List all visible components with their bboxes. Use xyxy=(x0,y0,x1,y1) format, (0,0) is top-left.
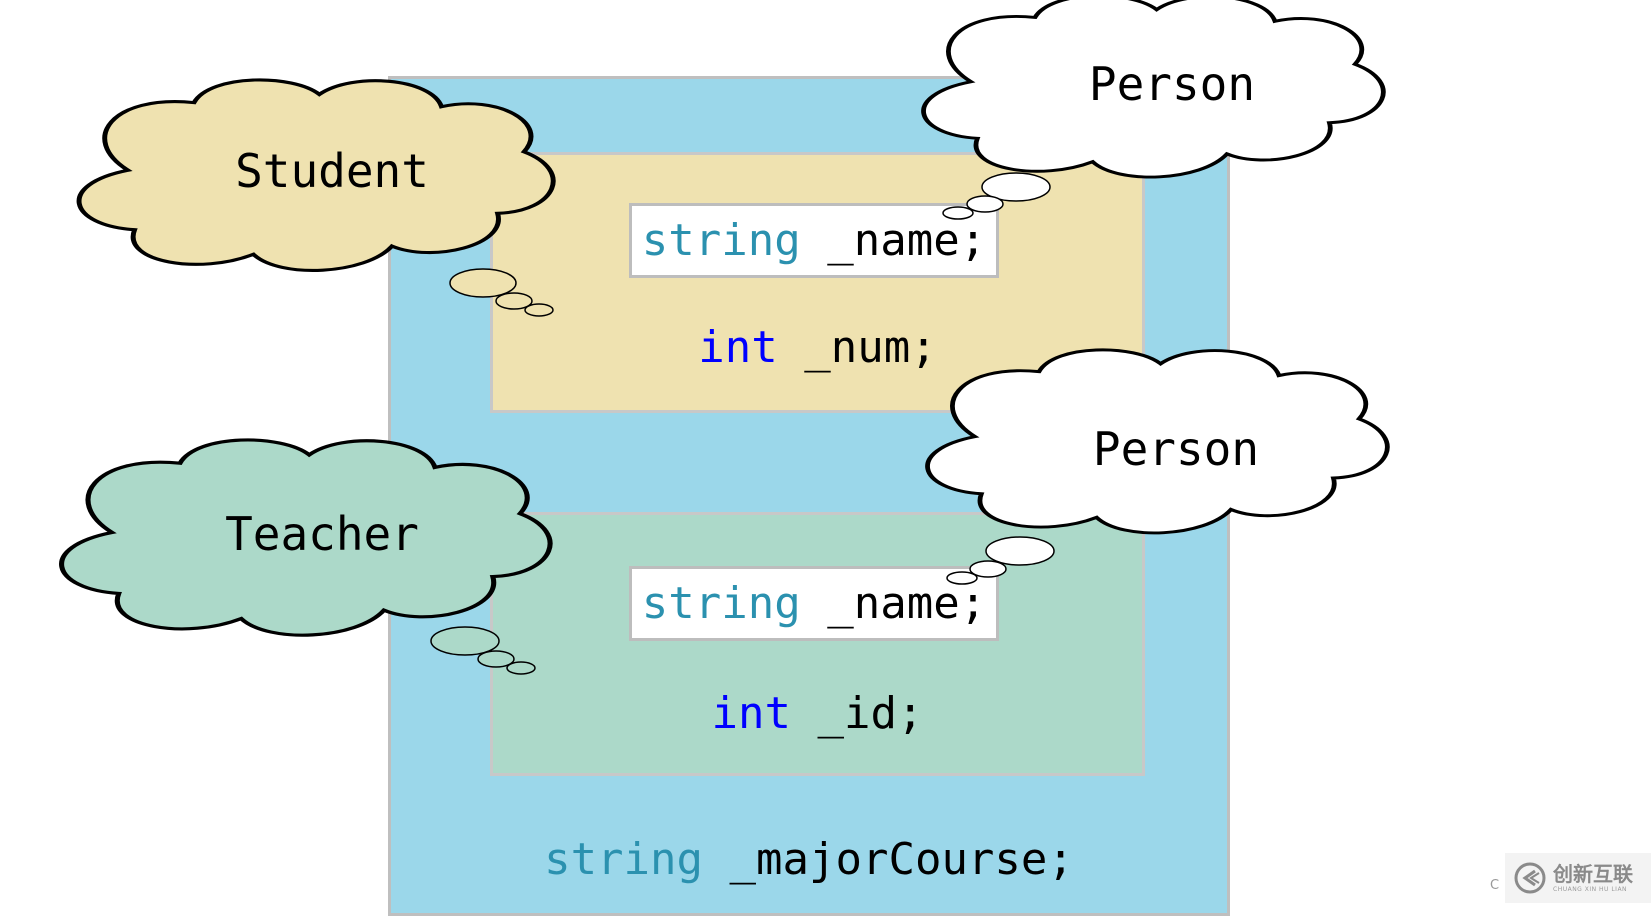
student-num-type: int xyxy=(698,322,778,373)
watermark-brand-cn: 创新互联 xyxy=(1553,861,1633,886)
teacher-name-member: _name; xyxy=(800,578,987,629)
person-cloud-top: Person xyxy=(924,0,1384,220)
brand-logo-icon xyxy=(1514,862,1546,894)
student-num-member: _num; xyxy=(777,322,937,373)
student-cloud-label: Student xyxy=(235,144,429,198)
student-name-field: string _name; xyxy=(629,203,999,278)
teacher-id-field: int _id; xyxy=(490,688,1145,739)
watermark: 创新互联 CHUANG XIN HU LIAN xyxy=(1505,853,1651,903)
major-course-member: _majorCourse; xyxy=(703,834,1074,885)
teacher-name-type: string xyxy=(641,578,801,629)
student-cloud: Student xyxy=(79,80,553,317)
watermark-prefix: C xyxy=(1490,878,1500,893)
teacher-id-member: _id; xyxy=(791,688,924,739)
person-bottom-cloud-label: Person xyxy=(1093,422,1259,476)
teacher-name-field: string _name; xyxy=(629,566,999,641)
student-name-member: _name; xyxy=(800,215,987,266)
student-name-type: string xyxy=(641,215,801,266)
person-cloud-bottom: Person xyxy=(928,350,1388,585)
teacher-cloud-label: Teacher xyxy=(225,507,419,561)
teacher-id-type: int xyxy=(711,688,792,739)
student-num-field: int _num; xyxy=(490,322,1145,373)
watermark-brand-en: CHUANG XIN HU LIAN xyxy=(1553,885,1628,893)
major-course-type: string xyxy=(544,834,704,885)
teacher-cloud: Teacher xyxy=(62,440,551,675)
person-top-cloud-label: Person xyxy=(1089,57,1255,111)
major-course-field: string _majorCourse; xyxy=(388,834,1230,885)
